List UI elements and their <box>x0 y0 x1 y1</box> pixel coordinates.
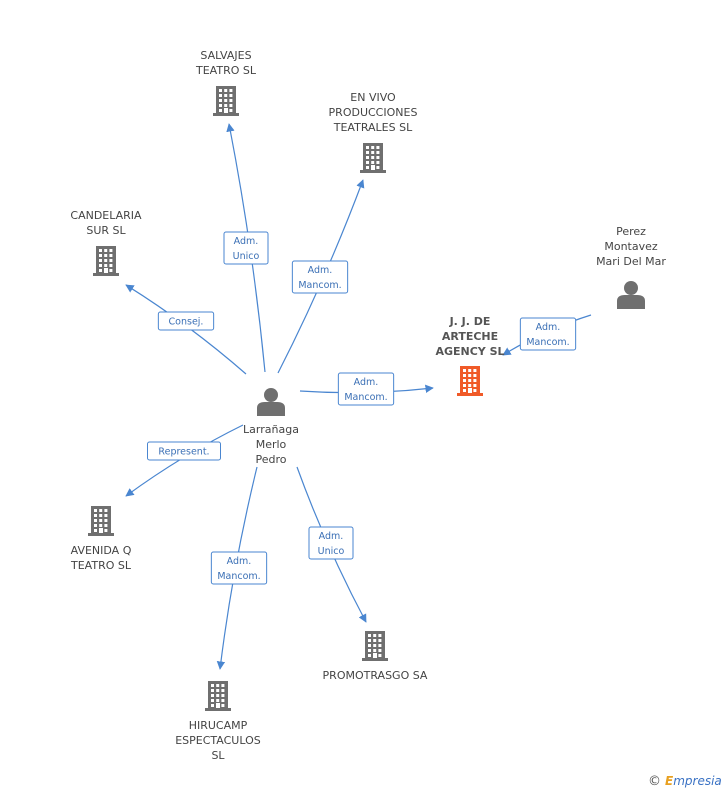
edge-label-text: Adm. <box>354 377 379 388</box>
edge-label[interactable]: Adm. Mancom. <box>210 551 268 585</box>
building-icon <box>360 143 386 173</box>
edge-label[interactable]: Consej. <box>157 311 215 331</box>
edge-label-text: Adm. <box>319 531 344 542</box>
node-label: SUR SL <box>86 224 126 237</box>
edge-label[interactable]: Represent. <box>147 441 221 461</box>
person-icon <box>617 281 645 309</box>
edge-label-text: Mancom. <box>217 571 260 582</box>
building-icon <box>213 86 239 116</box>
building-icon <box>205 681 231 711</box>
node-label: PROMOTRASGO SA <box>323 669 428 682</box>
node-hirucamp[interactable]: HIRUCAMP ESPECTACULOS SL <box>175 681 261 762</box>
edge-label-text: Adm. <box>536 322 561 333</box>
node-label: TEATRALES SL <box>333 121 413 134</box>
edge-label-text: Mancom. <box>298 280 341 291</box>
edge-label-text: Consej. <box>169 317 204 328</box>
edge-larranaga-to-salvajes: Adm. Unico <box>223 123 269 373</box>
edge-label-text: Unico <box>318 546 345 557</box>
brand-initial: E <box>665 774 674 788</box>
node-label: AGENCY SL <box>435 345 504 358</box>
node-label: TEATRO SL <box>195 64 257 77</box>
edge-larranaga-to-candelaria: Consej. <box>125 284 247 375</box>
node-avenidaq[interactable]: AVENIDA Q TEATRO SL <box>70 506 132 572</box>
edge-label-box <box>308 526 354 560</box>
edge-label-text: Mancom. <box>526 337 569 348</box>
edge-label-box <box>157 311 215 331</box>
edge-label-box <box>210 551 268 585</box>
building-icon <box>88 506 114 536</box>
node-label: AVENIDA Q <box>71 544 132 557</box>
building-icon <box>93 246 119 276</box>
building-icon <box>362 631 388 661</box>
node-label: ARTECHE <box>442 330 498 343</box>
edge-label-box <box>519 317 577 351</box>
node-promotrasgo[interactable]: PROMOTRASGO SA <box>323 631 428 682</box>
edge-larranaga-to-envivo: Adm. Mancom. <box>277 179 365 374</box>
edge-label-text: Adm. <box>227 556 252 567</box>
node-label: HIRUCAMP <box>189 719 248 732</box>
copyright-symbol: © <box>648 774 661 789</box>
edge-label-box <box>291 260 349 294</box>
edge-label-box <box>147 441 221 461</box>
node-label: Mari Del Mar <box>596 255 666 268</box>
edge-label[interactable]: Adm. Mancom. <box>337 372 395 406</box>
edge-label-text: Represent. <box>158 447 209 458</box>
node-label: SALVAJES <box>200 49 251 62</box>
building-icon <box>457 366 483 396</box>
edges-layer: Adm.UnicoAdm.Mancom.Consej.Adm.Mancom.Ad… <box>125 123 592 670</box>
node-label: EN VIVO <box>350 91 396 104</box>
node-salvajes[interactable]: SALVAJES TEATRO SL <box>195 49 257 116</box>
node-label: Merlo <box>256 438 287 451</box>
node-label: ESPECTACULOS <box>175 734 261 747</box>
node-label: Perez <box>616 225 646 238</box>
edge-label-text: Unico <box>233 251 260 262</box>
edge-label[interactable]: Adm. Mancom. <box>519 317 577 351</box>
edge-larranaga-to-jjdearteche: Adm. Mancom. <box>299 372 434 406</box>
edge-label[interactable]: Adm. Unico <box>308 526 354 560</box>
node-label: J. J. DE <box>449 315 491 328</box>
edge-label-box <box>337 372 395 406</box>
edge-perez-to-jjdearteche: Adm. Mancom. <box>502 314 592 356</box>
node-jjdearteche[interactable]: J. J. DE ARTECHE AGENCY SL <box>435 315 505 396</box>
empresia-brand[interactable]: © Empresia <box>648 774 722 789</box>
person-icon <box>257 388 285 416</box>
node-label: Larrañaga <box>243 423 299 436</box>
edge-larranaga-to-promotrasgo: Adm. Unico <box>296 466 367 623</box>
node-label: Montavez <box>604 240 658 253</box>
node-label: PRODUCCIONES <box>329 106 418 119</box>
node-label: Pedro <box>255 453 286 466</box>
edge-label[interactable]: Adm. Unico <box>223 231 269 265</box>
edge-label-text: Adm. <box>308 265 333 276</box>
edge-label-text: Mancom. <box>344 392 387 403</box>
node-envivo[interactable]: EN VIVO PRODUCCIONES TEATRALES SL <box>329 91 418 173</box>
brand-name: mpresia <box>673 774 722 788</box>
edge-label[interactable]: Adm. Mancom. <box>291 260 349 294</box>
node-candelaria[interactable]: CANDELARIA SUR SL <box>70 209 142 276</box>
node-label: CANDELARIA <box>70 209 142 222</box>
node-label: TEATRO SL <box>70 559 132 572</box>
edge-larranaga-to-avenidaq: Represent. <box>125 424 244 497</box>
edge-larranaga-to-hirucamp: Adm. Mancom. <box>210 466 268 670</box>
node-label: SL <box>211 749 225 762</box>
edge-label-text: Adm. <box>234 236 259 247</box>
edge-label-box <box>223 231 269 265</box>
